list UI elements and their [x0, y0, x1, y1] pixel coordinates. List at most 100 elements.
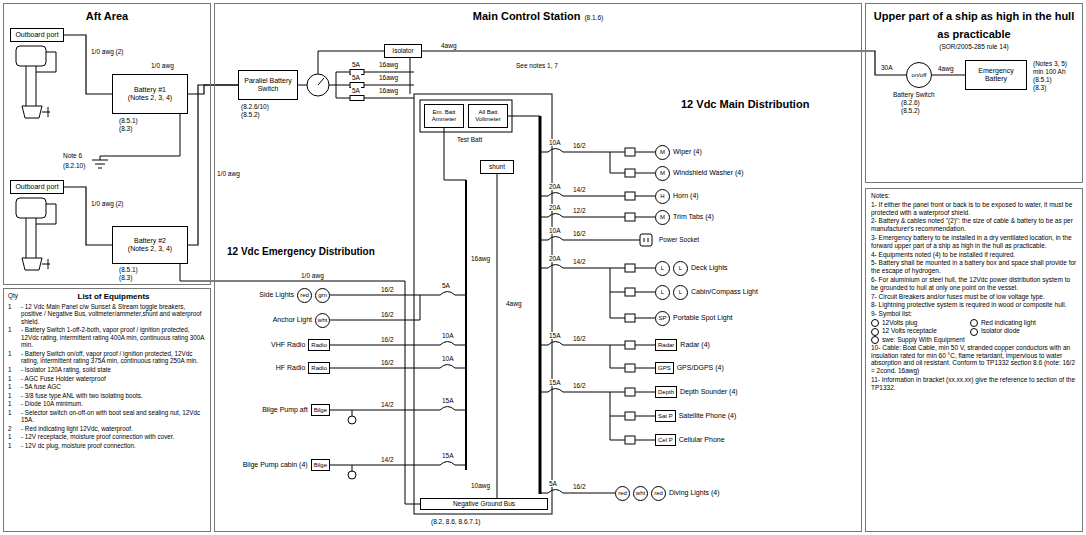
switch-box [625, 169, 635, 177]
shunt-box: shunt [480, 160, 514, 174]
annotation-label: 14/2 [572, 258, 587, 265]
box-text: Negative Ground Bus [453, 500, 515, 507]
wire-connector [932, 74, 965, 75]
switch-box [625, 148, 635, 156]
item-description: - 12V dc plug, moisture proof connection… [21, 442, 206, 450]
annotation-label: 1/0 awg (2) [90, 48, 125, 55]
wire-connector [188, 85, 238, 245]
load-symbol: grn [315, 288, 330, 303]
battery-box: Battery #1(Notes 2, 3, 4) [112, 74, 188, 114]
equipment-list-panel: QtyList of Equipments1- 12 Vdc Main Pane… [3, 288, 211, 532]
box-text: Outboard port [15, 183, 58, 191]
emergency-battery-box: Emergency Battery [965, 60, 1027, 90]
box-text: (Notes 2, 3, 4) [128, 94, 172, 102]
annotation-label: 15A [441, 397, 455, 404]
ground-wire [92, 114, 180, 168]
switch-box [625, 192, 635, 200]
load-symbol: L [673, 285, 688, 300]
annotation-label: 10awg [470, 482, 491, 489]
load-symbol: Radio [308, 339, 330, 351]
load-symbol: GPS [655, 362, 674, 374]
annotation-label: 14/2 [380, 456, 395, 463]
symbol-entry: Isolator diode [970, 327, 1069, 335]
load-name: Cabin/Compass Light [691, 288, 758, 296]
battery-box: Battery #2(Notes 2, 3, 4) [112, 226, 188, 264]
load-symbol: Bilge [311, 404, 330, 416]
switch-box [625, 288, 635, 296]
load-symbol: Radar [655, 339, 677, 351]
emergency-bus [465, 180, 467, 470]
annotation-label: 1/0 awg [216, 170, 241, 177]
emergency-load: Anchor Lightwht [273, 313, 330, 328]
indicating-light [348, 471, 356, 479]
load-name: GPS/DGPS (4) [677, 364, 724, 372]
load-name: VHF Radio [271, 341, 305, 349]
annotation-label: Test Batt [456, 136, 483, 143]
box-text: Em. Batt [432, 109, 455, 116]
quantity: 1 [8, 350, 18, 365]
annotation-label: 5A [351, 61, 361, 68]
annotation-label: 16/2 [572, 335, 587, 342]
wire-connector [188, 85, 238, 94]
equipment-grid: QtyList of Equipments1- 12 Vdc Main Pane… [8, 292, 206, 449]
symbol-name: 12Volts plug [882, 319, 917, 326]
load-symbol: Radio [308, 362, 330, 374]
load-name: Diving Lights (4) [669, 489, 720, 497]
breaker-symbol [440, 292, 455, 466]
main-load: Sat PSatellite Phone (4) [655, 410, 736, 422]
breaker-symbol [548, 149, 563, 494]
annotation-label: (8.5.2) [240, 111, 261, 118]
annotation-label: (8.2.10) [62, 162, 86, 169]
panel-wires [444, 116, 540, 498]
annotation-label: 20A [548, 255, 562, 262]
main-load: redwhtredDiving Lights (4) [615, 486, 720, 501]
symbol-entry: 12Volts plug [871, 319, 970, 327]
annotation-label: 16/2 [380, 336, 395, 343]
load-symbol: SP [655, 311, 670, 326]
box-text: (Notes 2, 3, 4) [128, 245, 172, 253]
quantity: 1 [8, 392, 18, 400]
quantity: 1 [8, 326, 18, 349]
load-name: Side Lights [259, 291, 294, 299]
load-symbol: wht [315, 313, 330, 328]
annotation-label: (8.5.1) [1032, 76, 1053, 83]
box-text: shunt [489, 163, 505, 170]
annotation-label: 15A [441, 452, 455, 459]
annotation-label: 4awg [440, 42, 458, 49]
switch-wires [298, 51, 414, 98]
symbol-icon [871, 336, 879, 344]
note-text: 3- Emergency battery to be installed in … [871, 234, 1077, 250]
box-text: Emergency Battery [968, 67, 1024, 82]
main-load: LLCabin/Compass Light [655, 285, 758, 300]
outboard-engine [16, 46, 56, 118]
outboard-port-box: Outboard port [10, 28, 64, 42]
negative-return-wire [180, 264, 420, 504]
box-text: Voltmeter [475, 116, 500, 123]
box-text: All Batt [478, 109, 497, 116]
note-text: 2- Battery & cables noted "(2)": the siz… [871, 217, 1077, 233]
main-wires [540, 152, 655, 493]
switch-box [625, 436, 635, 444]
annotation-label: Battery Switch [892, 91, 936, 98]
annotation-label: (8.2, 8.6, 8.6.7.1) [430, 518, 482, 525]
main-load: MTrim Tabs (4) [655, 210, 714, 225]
main-load: HHorn (4) [655, 189, 699, 204]
panel-heading: Aft Area [4, 4, 210, 24]
note-text: 4- Equipments noted (4) to be installed … [871, 251, 1077, 259]
meter-frame [420, 100, 512, 132]
wiring-group [16, 46, 655, 514]
switch-box [625, 364, 635, 372]
load-symbol: M [655, 166, 670, 181]
load-name: Wiper (4) [673, 148, 702, 156]
ammeter-box: Em. BattAmmeter [424, 104, 464, 128]
wire-connector [64, 35, 112, 94]
item-description: - Isolator 120A rating, solid state [21, 366, 206, 374]
note-text: 10- Cable: Boat Cable, min 50 V, strande… [871, 344, 1077, 375]
annotation-label: 4awg [937, 65, 955, 72]
annotation-label: 1/0 awg [300, 272, 325, 279]
main-load: SPPortable Spot Light [655, 311, 733, 326]
load-name: HF Radio [276, 364, 306, 372]
socket-symbol [640, 234, 652, 246]
main-load: LLDeck Lights [655, 261, 728, 276]
